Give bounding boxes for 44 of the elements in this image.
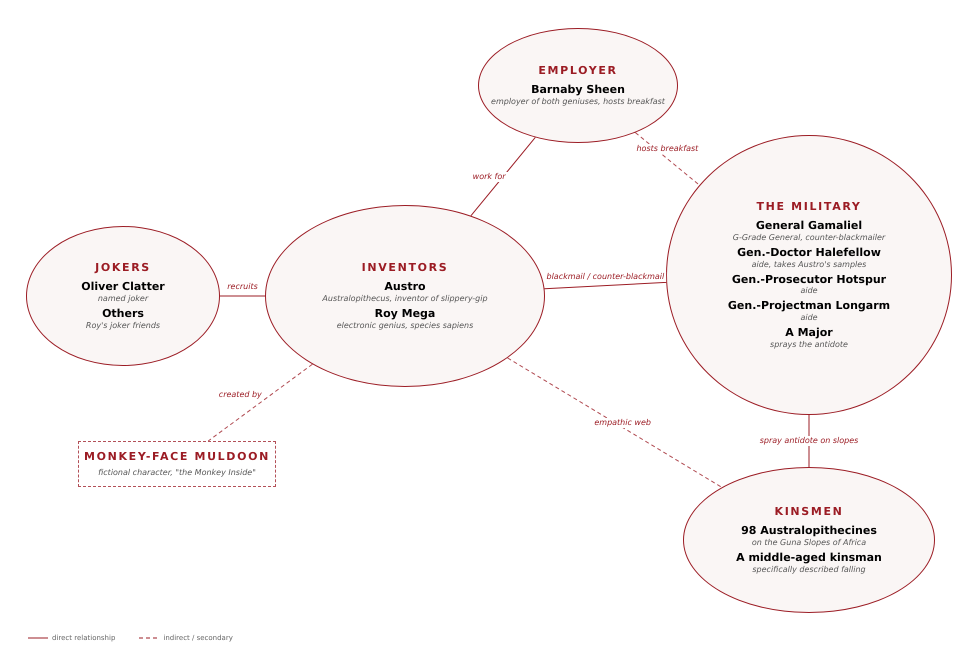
character-name: Oliver Clatter: [81, 280, 165, 294]
character-description: fictional character, "the Monkey Inside": [98, 468, 256, 478]
character-description: electronic genius, species sapiens: [336, 320, 474, 331]
character-description: aide: [800, 313, 818, 323]
character-description: employer of both geniuses, hosts breakfast: [491, 96, 665, 107]
character-name: Barnaby Sheen: [531, 83, 625, 97]
connector-line: [544, 282, 667, 290]
edge-label: recruits: [225, 282, 260, 292]
edge-label: created by: [216, 390, 264, 400]
character-description: Roy's joker friends: [86, 320, 160, 331]
group-heading: MONKEY-FACE MULDOON: [84, 450, 270, 464]
character-name: 98 Australopithecines: [741, 524, 877, 538]
character-box: [78, 441, 276, 487]
character-description: specifically described falling: [752, 564, 866, 575]
edge-label: spray antidote on slopes: [758, 436, 860, 446]
edge-label: empathic web: [592, 418, 653, 428]
character-description: aide, takes Austro's samples: [752, 260, 866, 270]
edge-label: work for: [470, 172, 508, 182]
connector-line: [470, 136, 536, 216]
character-name: Gen.-Doctor Halefellow: [737, 246, 881, 260]
character-name: General Gamaliel: [756, 219, 862, 233]
character-description: sprays the antidote: [770, 340, 848, 350]
connector-line: [634, 132, 700, 186]
character-description: Australopithecus, inventor of slippery-gip: [322, 294, 488, 304]
character-description: G-Grade General, counter-blackmailer: [732, 232, 886, 243]
group-heading: INVENTORS: [362, 261, 448, 276]
edge-label: hosts breakfast: [634, 144, 700, 154]
group-heading: KINSMEN: [774, 505, 844, 520]
group-heading: THE MILITARY: [756, 200, 862, 214]
character-description: named joker: [98, 294, 148, 304]
group-heading: JOKERS: [95, 261, 151, 276]
character-name: A middle-aged kinsman: [736, 550, 882, 565]
character-description: on the Guna Slopes of Africa: [752, 538, 866, 548]
character-name: Roy Mega: [374, 306, 436, 321]
character-name: Austro: [384, 280, 426, 294]
character-name: Others: [102, 306, 144, 321]
character-name: Gen.-Prosecutor Hotspur: [732, 272, 886, 286]
connector-line: [208, 364, 313, 442]
group-heading: EMPLOYER: [538, 64, 618, 78]
connector-line: [507, 357, 722, 488]
edge-label: blackmail / counter-blackmail: [544, 272, 666, 282]
character-name: Gen.-Projectman Longarm: [728, 299, 890, 313]
character-description: aide: [800, 286, 818, 296]
character-name: A Major: [785, 326, 833, 340]
